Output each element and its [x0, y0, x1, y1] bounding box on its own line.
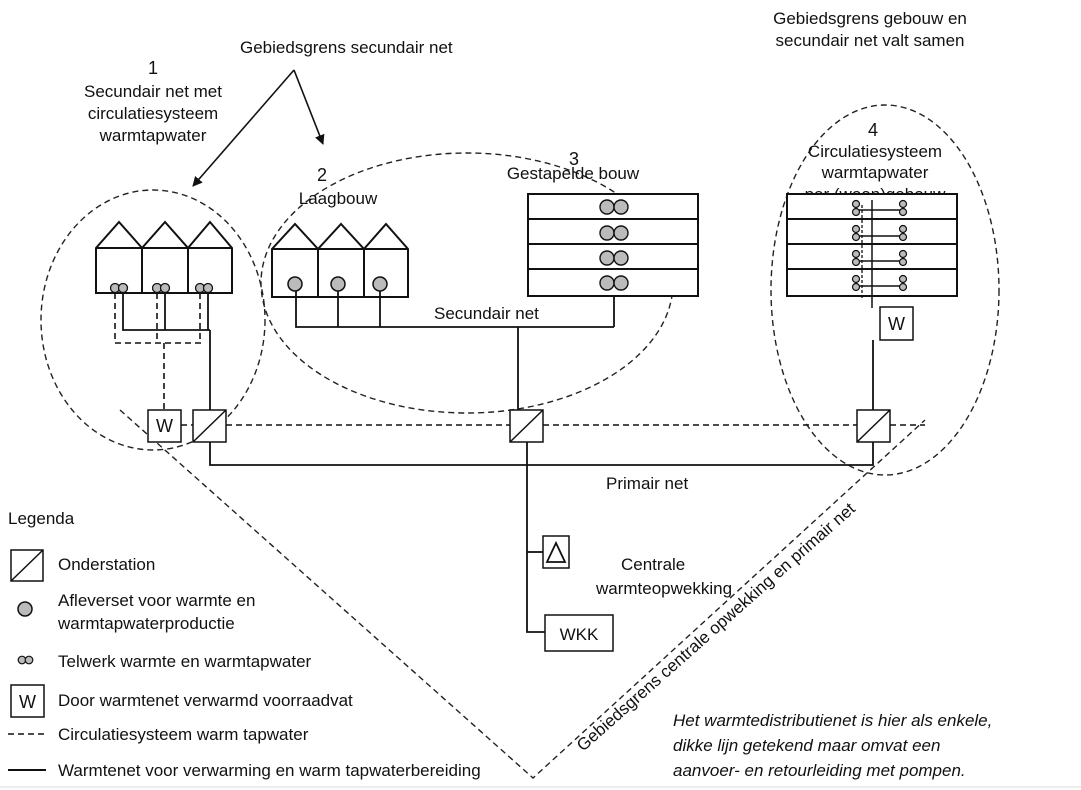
- zone4-title-2: warmtapwater: [821, 163, 929, 182]
- note-line-1: Het warmtedistributienet is hier als enk…: [673, 711, 992, 730]
- zone4-boundary: [770, 104, 1000, 476]
- zone3-delivery-sets: [599, 199, 629, 291]
- legend-afleverset-1: Afleverset voor warmte en: [58, 591, 255, 610]
- legend-tank-icon: W: [10, 684, 45, 718]
- legend-delivery-set-icon: [17, 601, 33, 617]
- legend-substation-icon: [10, 549, 44, 582]
- central-boundary: [119, 409, 926, 779]
- zone4-number: 4: [868, 120, 878, 140]
- central-label-2: warmteopwekking: [595, 579, 732, 598]
- zone1-circulation: [114, 293, 205, 410]
- substation-3: [856, 409, 891, 443]
- zone1-title-2: circulatiesysteem: [88, 104, 218, 123]
- note-line-2: dikke lijn getekend maar omvat een: [673, 736, 940, 755]
- wkk-label: WKK: [560, 625, 599, 644]
- substations: [192, 409, 891, 443]
- note-line-3: aanvoer- en retourleiding met pompen.: [673, 761, 966, 780]
- legend-voorraadvat: Door warmtenet verwarmd voorraadvat: [58, 691, 353, 710]
- zone4-storage-tank: W: [879, 306, 914, 341]
- zone1-houses: [95, 220, 233, 294]
- zone3-title: Gestapelde bouw: [507, 164, 640, 183]
- area-secondary-label: Gebiedsgrens secundair net: [240, 38, 453, 57]
- zone4-title-1: Circulatiesysteem: [808, 142, 942, 161]
- zone1-storage-tank: W: [147, 409, 182, 443]
- zone1-title-1: Secundair net met: [84, 82, 222, 101]
- legend-circulatie: Circulatiesysteem warm tapwater: [58, 725, 309, 744]
- callout-arrows: [192, 69, 325, 187]
- zone1-boundary: [40, 189, 266, 451]
- legend-onderstation: Onderstation: [58, 555, 155, 574]
- legend-warmtenet: Warmtenet voor verwarming en warm tapwat…: [58, 761, 481, 780]
- area-building-label-1: Gebiedsgrens gebouw en: [773, 9, 967, 28]
- legend: Legenda Onderstation Afleverset voor war…: [8, 509, 481, 780]
- zone1-title-3: warmtapwater: [99, 126, 207, 145]
- zone1-tank-letter: W: [156, 416, 173, 436]
- legend-title: Legenda: [8, 509, 75, 528]
- zone1-net: [122, 293, 211, 410]
- primary-net: [209, 442, 874, 633]
- primary-net-label: Primair net: [606, 474, 688, 493]
- area-building-label-2: secundair net valt samen: [776, 31, 965, 50]
- legend-afleverset-2: warmtapwaterproductie: [57, 614, 235, 633]
- wkk-unit: WKK: [544, 614, 614, 652]
- substation-2: [509, 409, 544, 443]
- zone2-title: Laagbouw: [299, 189, 378, 208]
- legend-tank-letter: W: [19, 692, 36, 712]
- zone4-meters: [851, 199, 908, 292]
- note: Het warmtedistributienet is hier als enk…: [673, 711, 992, 780]
- central-boiler: [542, 535, 570, 569]
- zone3-number: 3: [569, 149, 579, 169]
- zone2-houses: [271, 222, 409, 298]
- central-label-1: Centrale: [621, 555, 685, 574]
- legend-telwerk: Telwerk warmte en warmtapwater: [58, 652, 312, 671]
- legend-meter-icon: [17, 655, 34, 665]
- zone1-number: 1: [148, 58, 158, 78]
- zone2-number: 2: [317, 165, 327, 185]
- zone4-tank-letter: W: [888, 314, 905, 334]
- zone4-risers: [856, 200, 902, 308]
- substation-1: [192, 409, 227, 443]
- secondary-net-label: Secundair net: [434, 304, 539, 323]
- zone1-meters: [109, 282, 214, 294]
